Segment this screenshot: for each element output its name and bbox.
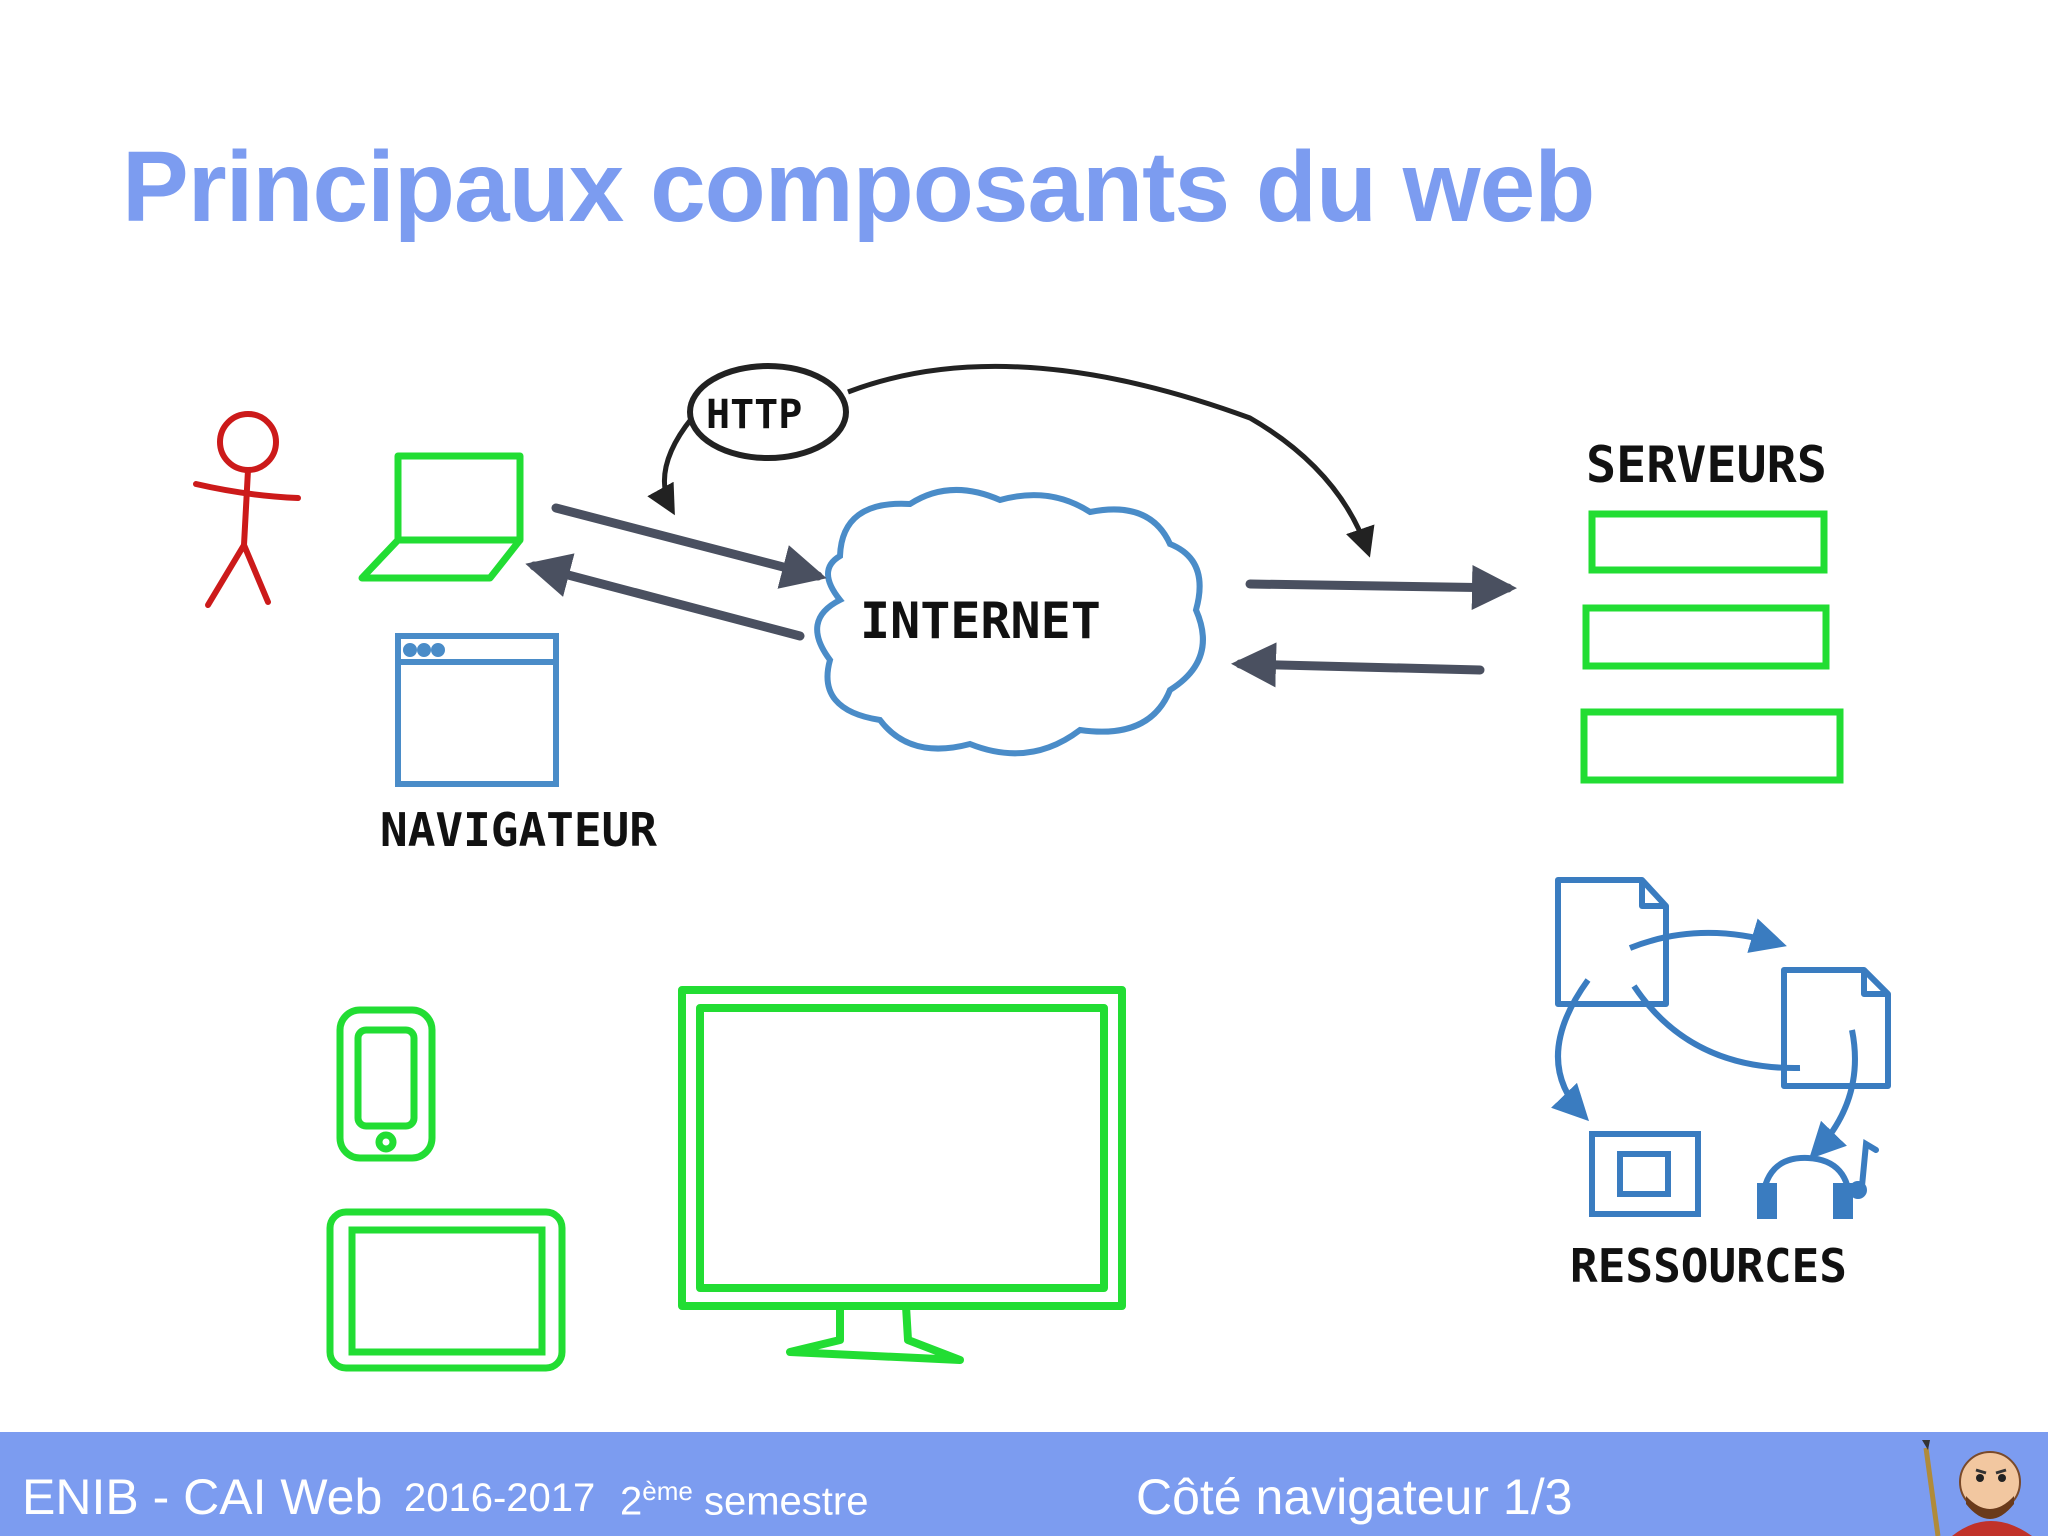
internet-server-arrows <box>1231 564 1517 688</box>
smartphone-icon <box>336 1006 436 1162</box>
image-file-icon <box>1589 1131 1701 1217</box>
footer-section: Côté navigateur 1/3 <box>1136 1469 1573 1525</box>
semester-superscript: ème <box>642 1476 693 1506</box>
tablet-icon <box>326 1208 566 1372</box>
internet-label: INTERNET <box>860 592 1101 650</box>
http-bubble <box>687 363 849 461</box>
browser-window-icon <box>395 633 559 787</box>
navigateur-label: NAVIGATEUR <box>380 803 657 857</box>
http-arrow-left <box>647 416 694 516</box>
footer-year: 2016-2017 <box>404 1476 596 1520</box>
author-mascot-icon <box>1922 1440 2032 1536</box>
internet-cloud-icon <box>814 487 1206 757</box>
serveurs-label: SERVEURS <box>1586 436 1827 494</box>
laptop-icon <box>358 452 524 582</box>
browser-internet-arrows <box>525 503 827 641</box>
ressources-label: RESSOURCES <box>1570 1239 1847 1293</box>
http-label: HTTP <box>706 392 802 438</box>
server-rack-icon <box>1580 510 1844 784</box>
footer-bar: ENIB - CAI Web 2016-2017 2ème semestre C… <box>0 1432 2048 1536</box>
http-arrow-right <box>847 363 1375 558</box>
footer-org: ENIB - CAI Web <box>22 1469 383 1525</box>
slide-title: Principaux composants du web <box>122 131 1595 243</box>
headphones-icon <box>1757 1138 1879 1219</box>
linked-documents-icon <box>1551 877 1891 1160</box>
monitor-icon <box>678 986 1126 1364</box>
semester-number: 2 <box>620 1479 643 1524</box>
footer-semester: 2ème semestre <box>620 1476 868 1524</box>
semester-word: semestre <box>703 1479 869 1524</box>
user-figure-icon <box>193 411 301 608</box>
